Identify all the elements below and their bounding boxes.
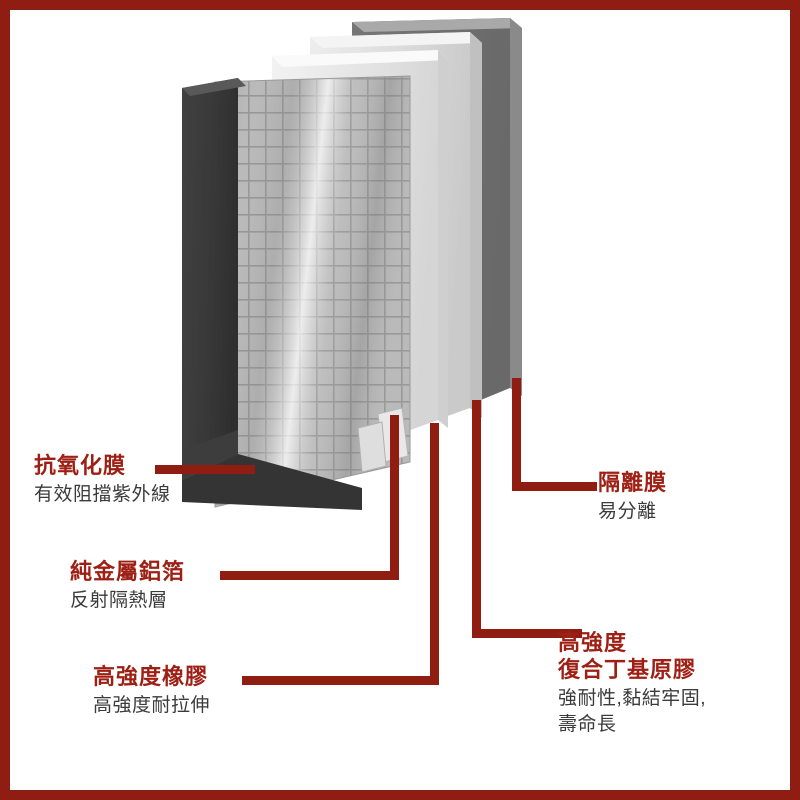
- callout-title: 純金屬鋁箔: [70, 559, 186, 584]
- callout-pure-metal-aluminum-foil: 純金屬鋁箔 反射隔熱層: [70, 558, 185, 614]
- layer-butyl-adhesive: [310, 32, 482, 465]
- callout-subtitle: 高強度耐拉伸: [93, 695, 211, 716]
- connector-release-arm: [512, 482, 597, 491]
- connector-rubber-riser: [430, 423, 439, 685]
- callout-subtitle: 反射隔熱層: [70, 590, 168, 611]
- layer-high-strength-rubber: [272, 50, 448, 480]
- callout-high-strength-rubber: 高強度橡膠 高強度耐拉伸: [93, 663, 210, 719]
- callout-release-film: 隔離膜 易分離: [598, 469, 667, 525]
- connector-release-riser: [512, 378, 521, 491]
- layer-aluminum-foil: [214, 75, 411, 508]
- callout-title: 高強度橡膠: [93, 664, 209, 689]
- layer-release-film: [352, 18, 522, 453]
- layer-anti-oxidation-film: [182, 78, 362, 510]
- callout-anti-oxidation-film: 抗氧化膜 有效阻擋紫外線: [34, 452, 171, 508]
- connector-butyl-arm: [472, 629, 582, 638]
- connector-foil-riser: [390, 415, 399, 580]
- connector-foil-arm: [220, 571, 399, 580]
- callout-subtitle: 易分離: [598, 501, 657, 522]
- callout-butyl-adhesive: 高強度 復合丁基原膠 強耐性,黏結牢固, 壽命長: [558, 629, 706, 738]
- poster-inner: 抗氧化膜 有效阻擋紫外線 純金屬鋁箔 反射隔熱層 高強度橡膠 高強度耐拉伸 隔離…: [10, 10, 790, 790]
- callout-title: 高強度: [558, 630, 628, 655]
- callout-subtitle: 強耐性,黏結牢固,: [558, 688, 707, 709]
- callout-title-line2: 復合丁基原膠: [558, 657, 697, 682]
- connector-butyl-riser: [472, 400, 481, 638]
- connector-anti-oxidation-film: [155, 465, 255, 474]
- callout-subtitle: 有效阻擋紫外線: [34, 484, 171, 505]
- callout-title: 隔離膜: [598, 470, 668, 495]
- callout-title: 抗氧化膜: [34, 453, 127, 478]
- callout-subtitle-line2: 壽命長: [558, 714, 617, 735]
- connector-rubber-arm: [242, 676, 439, 685]
